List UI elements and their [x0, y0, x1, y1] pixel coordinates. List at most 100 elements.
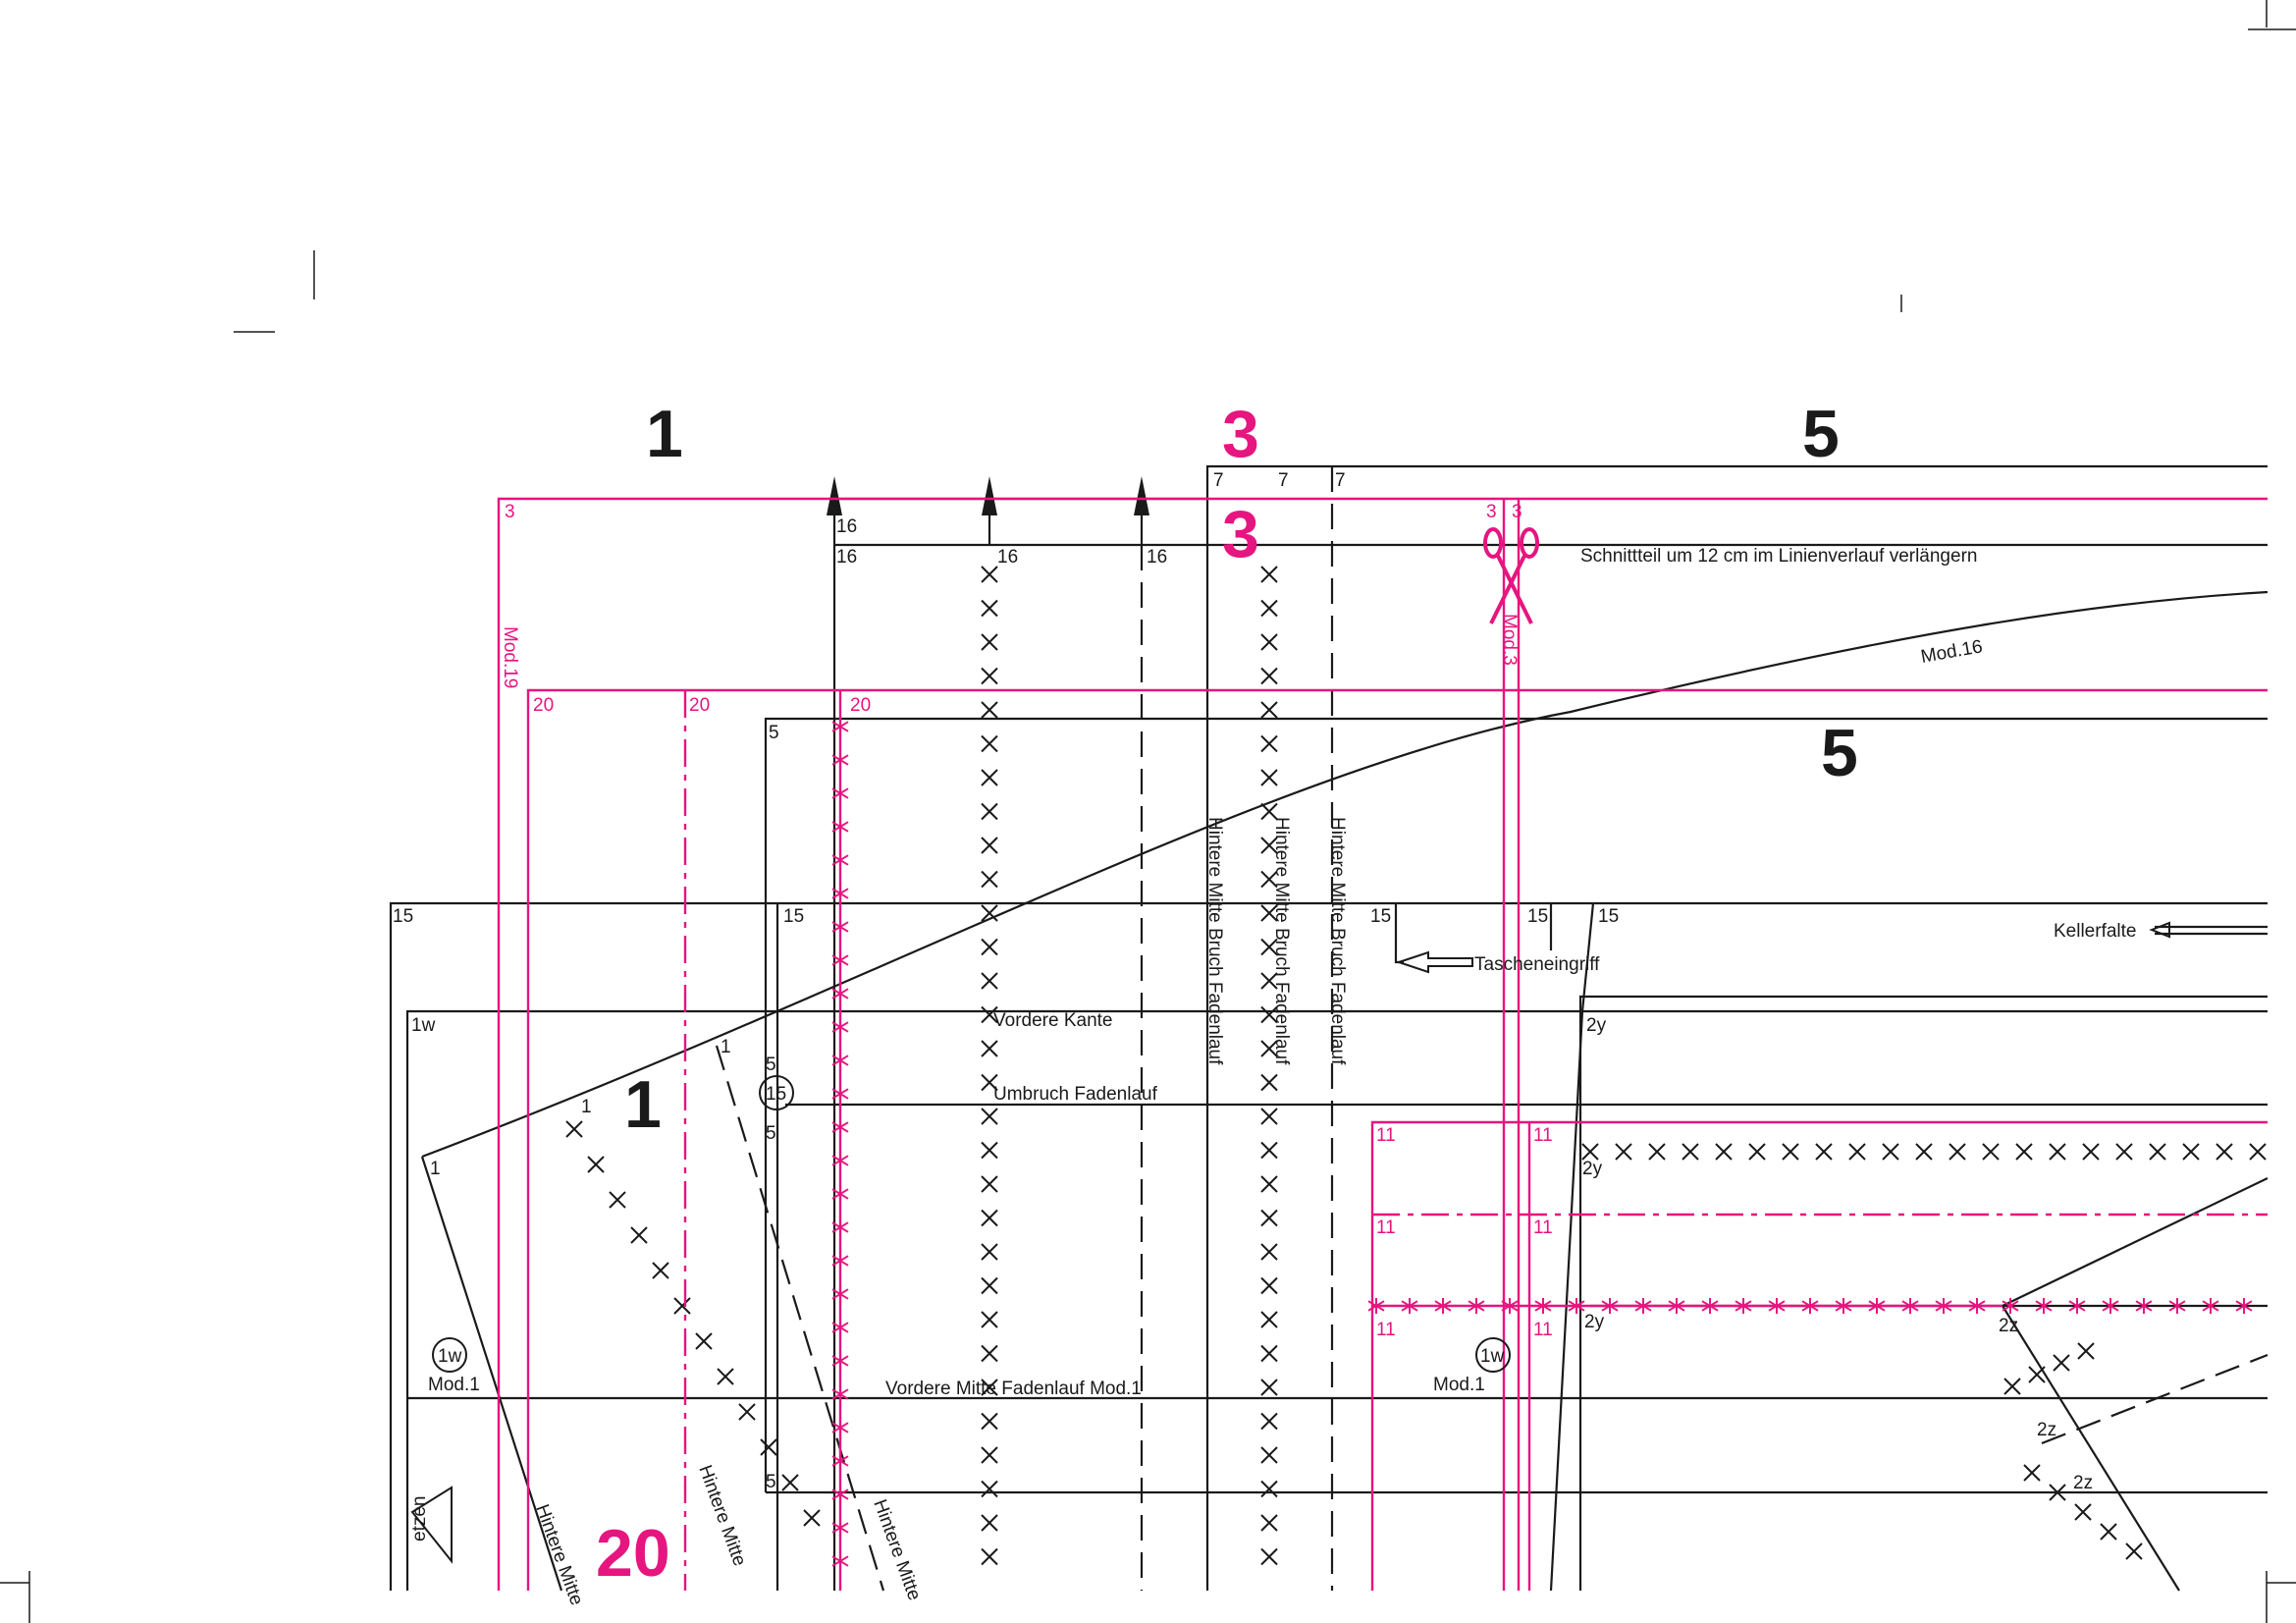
- asterisk-mark: [1601, 1298, 1619, 1314]
- size-5-label-d: 5: [766, 1472, 776, 1492]
- size-11-label-d: 11: [1533, 1217, 1553, 1238]
- size-7-label: 7: [1213, 470, 1224, 491]
- cross-mark: [981, 1379, 998, 1396]
- cross-mark: [981, 1073, 998, 1092]
- cross-mark: [1260, 1480, 1278, 1498]
- asterisk-mark: [1634, 1298, 1652, 1314]
- cross-mark: [981, 734, 998, 753]
- cross-mark: [2149, 1143, 2166, 1161]
- cross-mark: [1260, 633, 1278, 651]
- asterisk-mark: [831, 1487, 849, 1502]
- cross-mark: [1915, 1143, 1933, 1161]
- cross-mark: [2074, 1503, 2092, 1521]
- size-2y-label: 2y: [1586, 1015, 1607, 1036]
- front-edge-label: Vordere Kante: [993, 1010, 1112, 1031]
- cross-mark: [981, 1344, 998, 1363]
- cross-mark: [2125, 1542, 2143, 1560]
- cross-mark: [1260, 1311, 1278, 1328]
- cross-mark: [673, 1297, 691, 1315]
- size-3-label: 3: [505, 502, 515, 522]
- curve-mod16: [421, 590, 2269, 1159]
- asterisk-mark: [831, 852, 849, 868]
- fold-grainline-label: Umbruch Fadenlauf: [993, 1084, 1158, 1105]
- size-11-label-b: 11: [1533, 1125, 1553, 1146]
- cross-mark: [981, 1412, 998, 1431]
- cross-mark: [981, 1480, 998, 1498]
- cross-mark: [1615, 1143, 1632, 1161]
- asterisk-mark: [1568, 1298, 1585, 1314]
- asterisk-mark: [831, 1253, 849, 1269]
- asterisk-mark: [1468, 1298, 1485, 1314]
- mod1-label: Mod.1: [428, 1375, 480, 1395]
- cross-mark: [1260, 1276, 1278, 1295]
- cross-mark: [1848, 1143, 1866, 1161]
- size-7-label-b: 7: [1278, 470, 1289, 491]
- big-number-1-mid: 1: [624, 1067, 662, 1142]
- cross-mark: [2023, 1464, 2041, 1482]
- cross-mark: [609, 1191, 626, 1209]
- magenta-pattern-lines: [497, 497, 2268, 1591]
- cross-mark: [981, 769, 998, 786]
- pleat-arrow-icon: [2149, 921, 2170, 939]
- asterisk-mark: [1935, 1298, 1952, 1314]
- asterisk-mark: [1768, 1298, 1786, 1314]
- size-1-label-b: 1: [581, 1097, 592, 1117]
- size-11-label-e: 11: [1376, 1320, 1396, 1340]
- cross-mark: [1260, 904, 1278, 922]
- mod3-label: Mod.3: [1499, 614, 1520, 666]
- magenta-asterisk-lines: [831, 719, 2253, 1569]
- big-number-1-top: 1: [646, 397, 683, 471]
- asterisk-mark: [1668, 1298, 1685, 1314]
- cross-mark: [1715, 1143, 1733, 1161]
- center-back-label-b: Hintere Mitte: [694, 1463, 750, 1569]
- size-16-label-c: 16: [997, 547, 1018, 568]
- asterisk-mark: [831, 1420, 849, 1435]
- size-1w-label: 1w: [411, 1015, 436, 1036]
- big-number-5-mid: 5: [1821, 716, 1858, 790]
- asterisk-mark: [1534, 1298, 1552, 1314]
- asterisk-mark: [831, 919, 849, 935]
- asterisk-mark: [2235, 1298, 2253, 1314]
- cross-mark: [1648, 1143, 1666, 1161]
- grainline-arrow-icon: [827, 476, 1149, 515]
- cross-mark: [981, 1141, 998, 1160]
- cross-mark: [2115, 1143, 2133, 1161]
- pocket-arrow-icon: [1395, 950, 1473, 974]
- cross-mark: [981, 802, 998, 821]
- size-2z-label-b: 2z: [2037, 1420, 2056, 1440]
- cross-mark: [1260, 769, 1278, 786]
- cross-mark: [717, 1368, 734, 1385]
- size-2z-label: 2z: [1999, 1316, 2018, 1336]
- size-15-label-c: 15: [1370, 906, 1391, 927]
- asterisk-mark: [1501, 1298, 1519, 1314]
- outline-size-20: [526, 688, 2268, 1591]
- cross-mark: [2182, 1143, 2200, 1161]
- cross-mark: [2053, 1354, 2070, 1372]
- size-3-label-b: 3: [1486, 502, 1497, 522]
- asterisk-mark: [831, 986, 849, 1001]
- asterisk-mark: [831, 1553, 849, 1569]
- cross-mark: [652, 1262, 669, 1279]
- asterisk-mark: [831, 1119, 849, 1135]
- asterisk-mark: [831, 1019, 849, 1035]
- cross-mark: [2077, 1342, 2095, 1360]
- asterisk-mark: [1367, 1298, 1385, 1314]
- cross-mark: [1260, 1175, 1278, 1193]
- asterisk-mark: [2068, 1298, 2086, 1314]
- cross-mark: [1260, 1243, 1278, 1261]
- big-number-3-top: 3: [1222, 397, 1259, 471]
- asterisk-mark: [1401, 1298, 1418, 1314]
- size-1-label-c: 1: [721, 1037, 731, 1057]
- center-back-label-c: Hintere Mitte: [869, 1497, 925, 1603]
- asterisk-mark: [831, 1086, 849, 1102]
- center-back-fold-label-b: Hintere Mitte Bruch Fadenlauf: [1271, 817, 1292, 1065]
- asterisk-mark: [831, 785, 849, 801]
- cross-mark: [1260, 1141, 1278, 1160]
- asterisk-mark: [831, 1520, 849, 1536]
- size-20-label-c: 20: [850, 695, 871, 716]
- mod19-label: Mod.19: [500, 626, 520, 688]
- outline-size-5: [764, 717, 2268, 1492]
- cross-mark: [630, 1226, 648, 1244]
- cross-mark: [2028, 1366, 2046, 1383]
